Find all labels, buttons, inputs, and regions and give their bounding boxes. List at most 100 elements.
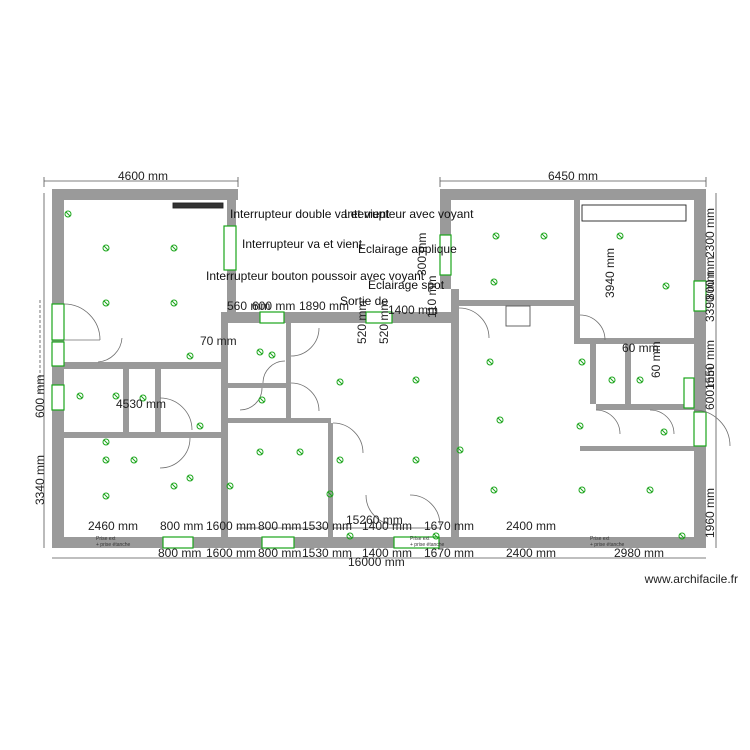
- watermark: www.archifacile.fr: [644, 572, 738, 586]
- dim-right-1960: 1960 mm: [703, 488, 717, 538]
- note-3b: + prise étanche: [590, 542, 625, 548]
- dim-mid-520b: 520 mm: [377, 301, 391, 344]
- light-point-icon: [268, 351, 276, 359]
- light-cross-icon: [140, 395, 146, 401]
- light-point-icon: [660, 428, 668, 436]
- dim-bottom-outer-5: 1670 mm: [424, 546, 474, 560]
- label-spot-light: Eclairage spot: [368, 278, 445, 292]
- dim-right-2300: 2300 mm: [703, 208, 717, 258]
- dim-top-left: 4600 mm: [118, 169, 168, 183]
- light-point-icon: [170, 482, 178, 490]
- light-cross-icon: [297, 449, 303, 455]
- light-cross-icon: [103, 493, 109, 499]
- light-cross-icon: [103, 245, 109, 251]
- light-point-icon: [412, 376, 420, 384]
- dim-bottom-outer-1: 1600 mm: [206, 546, 256, 560]
- light-cross-icon: [269, 352, 275, 358]
- light-cross-icon: [679, 533, 685, 539]
- dim-room-60a: 60 mm: [622, 341, 659, 355]
- light-point-icon: [64, 210, 72, 218]
- light-point-icon: [102, 492, 110, 500]
- dim-mid-520a: 520 mm: [355, 301, 369, 344]
- light-cross-icon: [171, 300, 177, 306]
- light-point-icon: [576, 422, 584, 430]
- light-point-icon: [112, 392, 120, 400]
- light-cross-icon: [131, 457, 137, 463]
- light-point-icon: [186, 474, 194, 482]
- dim-room-70: 70 mm: [200, 334, 237, 348]
- light-cross-icon: [579, 487, 585, 493]
- dim-mid-110: 110 mm: [425, 276, 439, 318]
- dim-bottom-inner-6: 1670 mm: [424, 519, 474, 533]
- light-cross-icon: [661, 429, 667, 435]
- dim-bottom-inner-5: 1400 mm: [362, 519, 412, 533]
- dim-top-right: 6450 mm: [548, 169, 598, 183]
- light-point-icon: [170, 244, 178, 252]
- light-point-icon: [256, 448, 264, 456]
- light-point-icon: [258, 396, 266, 404]
- light-point-icon: [578, 486, 586, 494]
- light-cross-icon: [257, 449, 263, 455]
- dim-bottom-outer-0: 800 mm: [158, 546, 201, 560]
- light-point-icon: [170, 299, 178, 307]
- furniture: [172, 202, 687, 327]
- light-cross-icon: [337, 379, 343, 385]
- light-point-icon: [432, 532, 440, 540]
- light-cross-icon: [337, 457, 343, 463]
- light-point-icon: [130, 456, 138, 464]
- light-cross-icon: [487, 359, 493, 365]
- dim-bottom-inner-3: 800 mm: [258, 519, 301, 533]
- light-cross-icon: [187, 475, 193, 481]
- note-1b: + prise étanche: [96, 542, 131, 548]
- dim-bottom-inner-4: 1530 mm: [302, 519, 352, 533]
- light-point-icon: [496, 416, 504, 424]
- dim-bottom-inner-2: 1600 mm: [206, 519, 256, 533]
- light-cross-icon: [491, 279, 497, 285]
- light-point-icon: [346, 532, 354, 540]
- dim-bottom-outer-7: 2980 mm: [614, 546, 664, 560]
- label-push-switch: Interrupteur bouton poussoir avec voyant: [206, 269, 425, 283]
- light-cross-icon: [113, 393, 119, 399]
- light-point-icon: [492, 232, 500, 240]
- label-outlet: Sortie de: [340, 294, 388, 308]
- light-cross-icon: [491, 487, 497, 493]
- light-cross-icon: [103, 300, 109, 306]
- light-cross-icon: [227, 483, 233, 489]
- dim-mid-1400: 1400 mm: [388, 303, 438, 317]
- label-switch-light: Interrupteur avec voyant: [344, 207, 474, 221]
- light-point-icon: [608, 376, 616, 384]
- doors: [63, 303, 731, 526]
- light-cross-icon: [577, 423, 583, 429]
- dim-inner-total: 15260 mm: [346, 513, 403, 527]
- dim-right-1550: 1550 mm: [703, 340, 717, 390]
- light-point-icon: [186, 352, 194, 360]
- light-cross-icon: [327, 491, 333, 497]
- light-cross-icon: [65, 211, 71, 217]
- light-point-icon: [326, 490, 334, 498]
- light-cross-icon: [579, 359, 585, 365]
- light-cross-icon: [197, 423, 203, 429]
- dim-right-3390: 3390 mm: [703, 272, 717, 322]
- light-cross-icon: [171, 245, 177, 251]
- dim-bottom-outer-2: 800 mm: [258, 546, 301, 560]
- light-cross-icon: [637, 377, 643, 383]
- light-point-icon: [102, 244, 110, 252]
- dim-left-3340: 3340 mm: [33, 455, 47, 505]
- light-cross-icon: [497, 417, 503, 423]
- light-point-icon: [336, 378, 344, 386]
- note-2a: Prise ext: [410, 536, 430, 542]
- light-point-icon: [102, 299, 110, 307]
- dim-mid-300: 300 mm: [415, 233, 429, 276]
- light-point-icon: [139, 394, 147, 402]
- light-point-icon: [102, 456, 110, 464]
- light-cross-icon: [347, 533, 353, 539]
- light-cross-icon: [663, 283, 669, 289]
- light-cross-icon: [493, 233, 499, 239]
- light-point-icon: [636, 376, 644, 384]
- dim-room-4530: 4530 mm: [116, 397, 166, 411]
- light-point-icon: [662, 282, 670, 290]
- dim-mid-1890: 1890 mm: [299, 299, 349, 313]
- note-1a: Prise ext: [96, 536, 116, 542]
- light-point-icon: [540, 232, 548, 240]
